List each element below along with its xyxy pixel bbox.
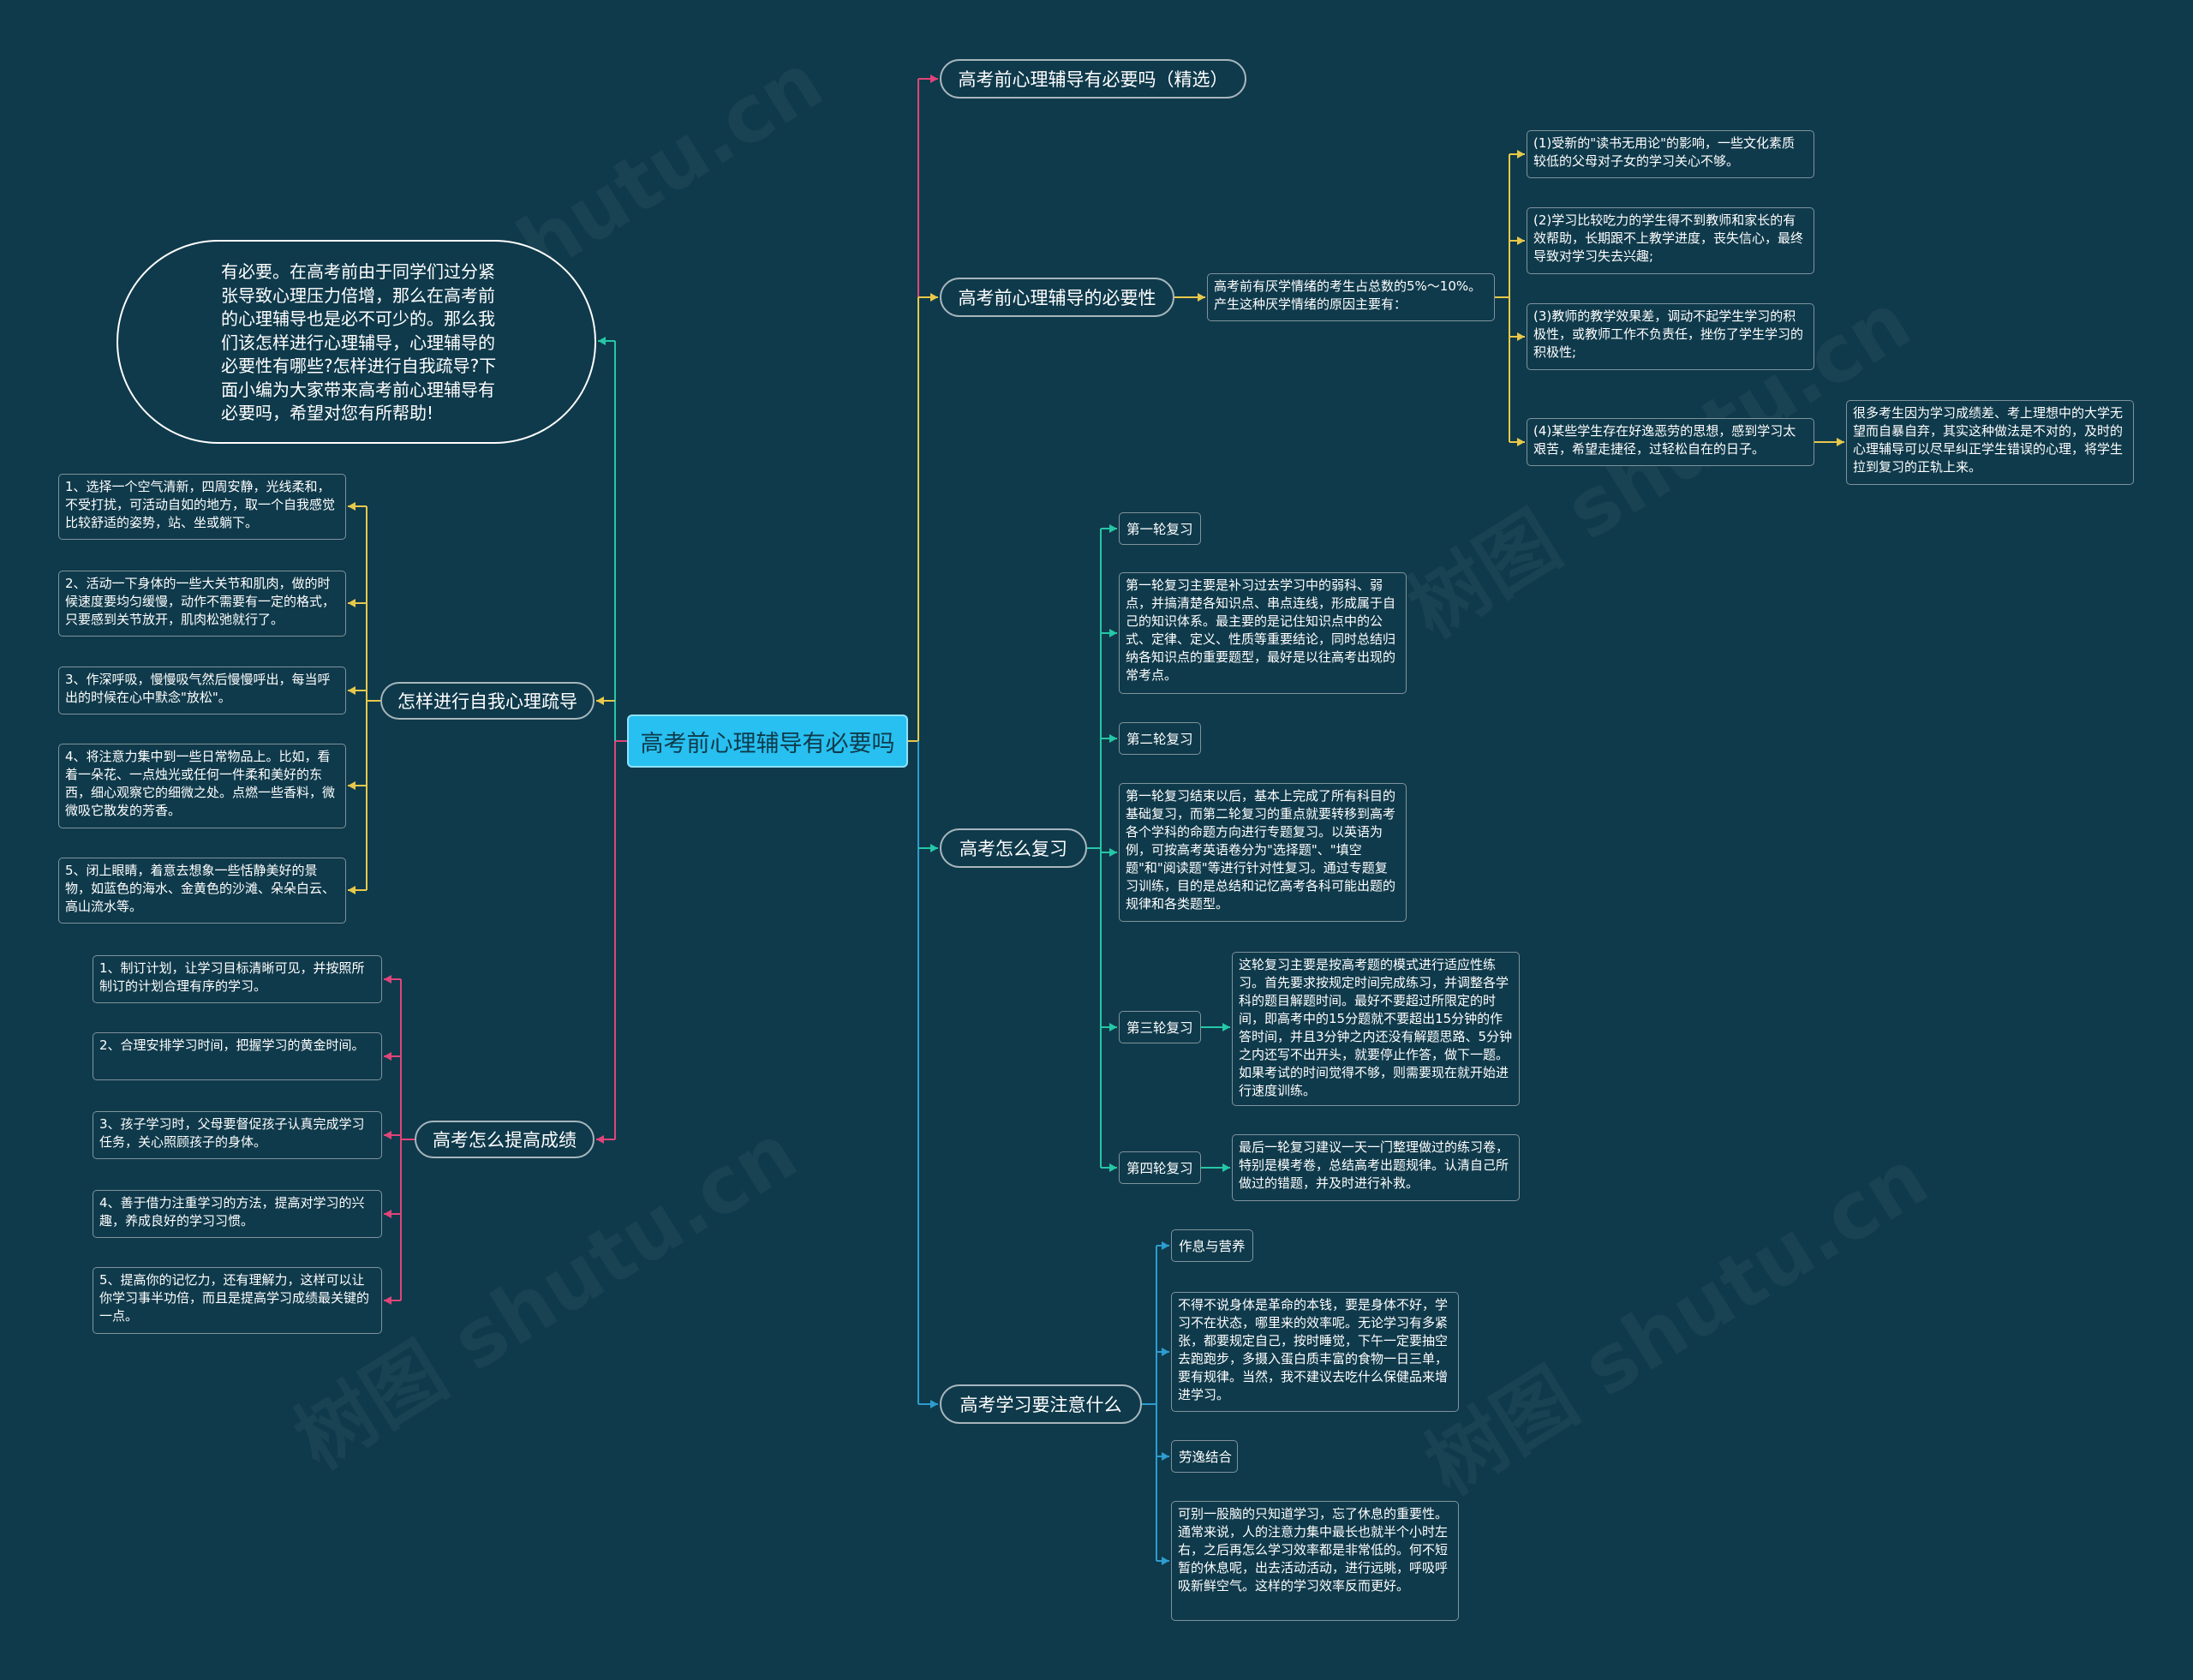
attention-balance-label[interactable]: 劳逸结合	[1171, 1440, 1238, 1473]
arrowhead	[596, 1135, 604, 1144]
attention-rest-label[interactable]: 作息与营养	[1171, 1229, 1253, 1262]
arrowhead	[348, 599, 356, 607]
necessity-reason-3[interactable]: (3)教师的教学效果差，调动不起学生学习的积极性，或教师工作不负责任，挫伤了学生…	[1527, 303, 1814, 370]
arrowhead	[384, 1296, 391, 1305]
improve-item-2[interactable]: 2、合理安排学习时间，把握学习的黄金时间。	[93, 1032, 382, 1080]
necessity-reason-2[interactable]: (2)学习比较吃力的学生得不到教师和家长的有效帮助，长期跟不上教学进度，丧失信心…	[1527, 207, 1814, 274]
necessity-reason-1[interactable]: (1)受新的"读书无用论"的影响，一些文化素质较低的父母对子女的学习关心不够。	[1527, 130, 1814, 178]
arrowhead	[598, 337, 606, 345]
necessity-summary[interactable]: 高考前有厌学情绪的考生占总数的5%～10%。产生这种厌学情绪的原因主要有：	[1207, 273, 1495, 321]
arrowhead	[1162, 1241, 1169, 1250]
arrowhead	[1517, 438, 1525, 446]
branch-self-relief[interactable]: 怎样进行自我心理疏导	[380, 682, 595, 720]
arrowhead	[1517, 150, 1525, 158]
arrowhead	[348, 781, 356, 790]
arrowhead	[1162, 1348, 1169, 1356]
review-round-4-text[interactable]: 最后一轮复习建议一天一门整理做过的练习卷，特别是模考卷，总结高考出题规律。认清自…	[1232, 1134, 1520, 1201]
arrowhead	[384, 1052, 391, 1061]
arrowhead	[348, 886, 356, 894]
arrowhead	[1222, 1023, 1230, 1031]
arrowhead	[348, 686, 356, 695]
self-relief-item-2[interactable]: 2、活动一下身体的一些大关节和肌肉，做的时候速度要均匀缓慢，动作不需要有一定的格…	[58, 571, 346, 637]
review-round-3-text[interactable]: 这轮复习主要是按高考题的模式进行适应性练习。首先要求按规定时间完成练习，并调整各…	[1232, 952, 1520, 1106]
review-round-2-text[interactable]: 第一轮复习结束以后，基本上完成了所有科目的基础复习，而第二轮复习的重点就要转移到…	[1119, 783, 1407, 922]
arrowhead	[1517, 332, 1525, 341]
improve-item-1[interactable]: 1、制订计划，让学习目标清晰可见，并按照所制订的计划合理有序的学习。	[93, 955, 382, 1003]
self-relief-item-5[interactable]: 5、闭上眼睛，着意去想象一些恬静美好的景物，如蓝色的海水、金黄色的沙滩、朵朵白云…	[58, 858, 346, 924]
arrowhead	[348, 502, 356, 511]
review-round-4-label[interactable]: 第四轮复习	[1119, 1151, 1201, 1184]
self-relief-item-3[interactable]: 3、作深呼吸，慢慢吸气然后慢慢呼出，每当呼出的时候在心中默念"放松"。	[58, 667, 346, 714]
arrowhead	[1198, 293, 1205, 302]
branch-review[interactable]: 高考怎么复习	[940, 828, 1087, 868]
improve-item-4[interactable]: 4、善于借力注重学习的方法，提高对学习的兴趣，养成良好的学习习惯。	[93, 1190, 382, 1238]
arrowhead	[930, 1400, 938, 1408]
necessity-conclusion[interactable]: 很多考生因为学习成绩差、考上理想中的大学无望而自暴自弃，其实这种做法是不对的，及…	[1846, 400, 2134, 485]
arrowhead	[930, 844, 938, 852]
branch-necessity[interactable]: 高考前心理辅导的必要性	[940, 278, 1174, 317]
improve-item-5[interactable]: 5、提高你的记忆力，还有理解力，这样可以让你学习事半功倍，而且是提高学习成绩最关…	[93, 1267, 382, 1334]
self-relief-item-1[interactable]: 1、选择一个空气清新，四周安静，光线柔和，不受打扰，可活动自如的地方，取一个自我…	[58, 474, 346, 540]
arrowhead	[1109, 629, 1117, 637]
arrowhead	[1162, 1452, 1169, 1461]
review-round-1-text[interactable]: 第一轮复习主要是补习过去学习中的弱科、弱点，并搞清楚各知识点、串点连线，形成属于…	[1119, 572, 1407, 694]
arrowhead	[1109, 1023, 1117, 1031]
review-round-2-label[interactable]: 第二轮复习	[1119, 722, 1201, 755]
self-relief-item-4[interactable]: 4、将注意力集中到一些日常物品上。比如，看着一朵花、一点烛光或任何一件柔和美好的…	[58, 744, 346, 828]
intro-bubble[interactable]: 有必要。在高考前由于同学们过分紧张导致心理压力倍增，那么在高考前的心理辅导也是必…	[117, 240, 596, 444]
branch-improve-scores[interactable]: 高考怎么提高成绩	[415, 1121, 595, 1158]
arrowhead	[1222, 1163, 1230, 1172]
branch-attention[interactable]: 高考学习要注意什么	[940, 1384, 1142, 1424]
arrowhead	[1109, 524, 1117, 533]
arrowhead	[384, 975, 391, 983]
root-topic[interactable]: 高考前心理辅导有必要吗	[627, 714, 908, 768]
review-round-3-label[interactable]: 第三轮复习	[1119, 1011, 1201, 1043]
necessity-reason-4[interactable]: (4)某些学生存在好逸恶劳的思想，感到学习太艰苦，希望走捷径，过轻松自在的日子。	[1527, 418, 1814, 466]
arrowhead	[1109, 848, 1117, 857]
attention-rest-text[interactable]: 不得不说身体是革命的本钱，要是身体不好，学习不在状态，哪里来的效率呢。无论学习有…	[1171, 1292, 1459, 1412]
arrowhead	[930, 75, 938, 83]
arrowhead	[596, 697, 604, 705]
arrowhead	[1109, 734, 1117, 743]
branch-featured[interactable]: 高考前心理辅导有必要吗（精选）	[940, 59, 1246, 99]
arrowhead	[1517, 236, 1525, 245]
arrowhead	[930, 293, 938, 302]
arrowhead	[1109, 1163, 1117, 1172]
arrowhead	[384, 1210, 391, 1218]
arrowhead	[1162, 1557, 1169, 1565]
improve-item-3[interactable]: 3、孩子学习时，父母要督促孩子认真完成学习任务，关心照顾孩子的身体。	[93, 1111, 382, 1159]
arrowhead	[384, 1131, 391, 1139]
review-round-1-label[interactable]: 第一轮复习	[1119, 512, 1201, 545]
attention-balance-text[interactable]: 可别一股脑的只知道学习，忘了休息的重要性。通常来说，人的注意力集中最长也就半个小…	[1171, 1501, 1459, 1621]
arrowhead	[1837, 438, 1844, 446]
